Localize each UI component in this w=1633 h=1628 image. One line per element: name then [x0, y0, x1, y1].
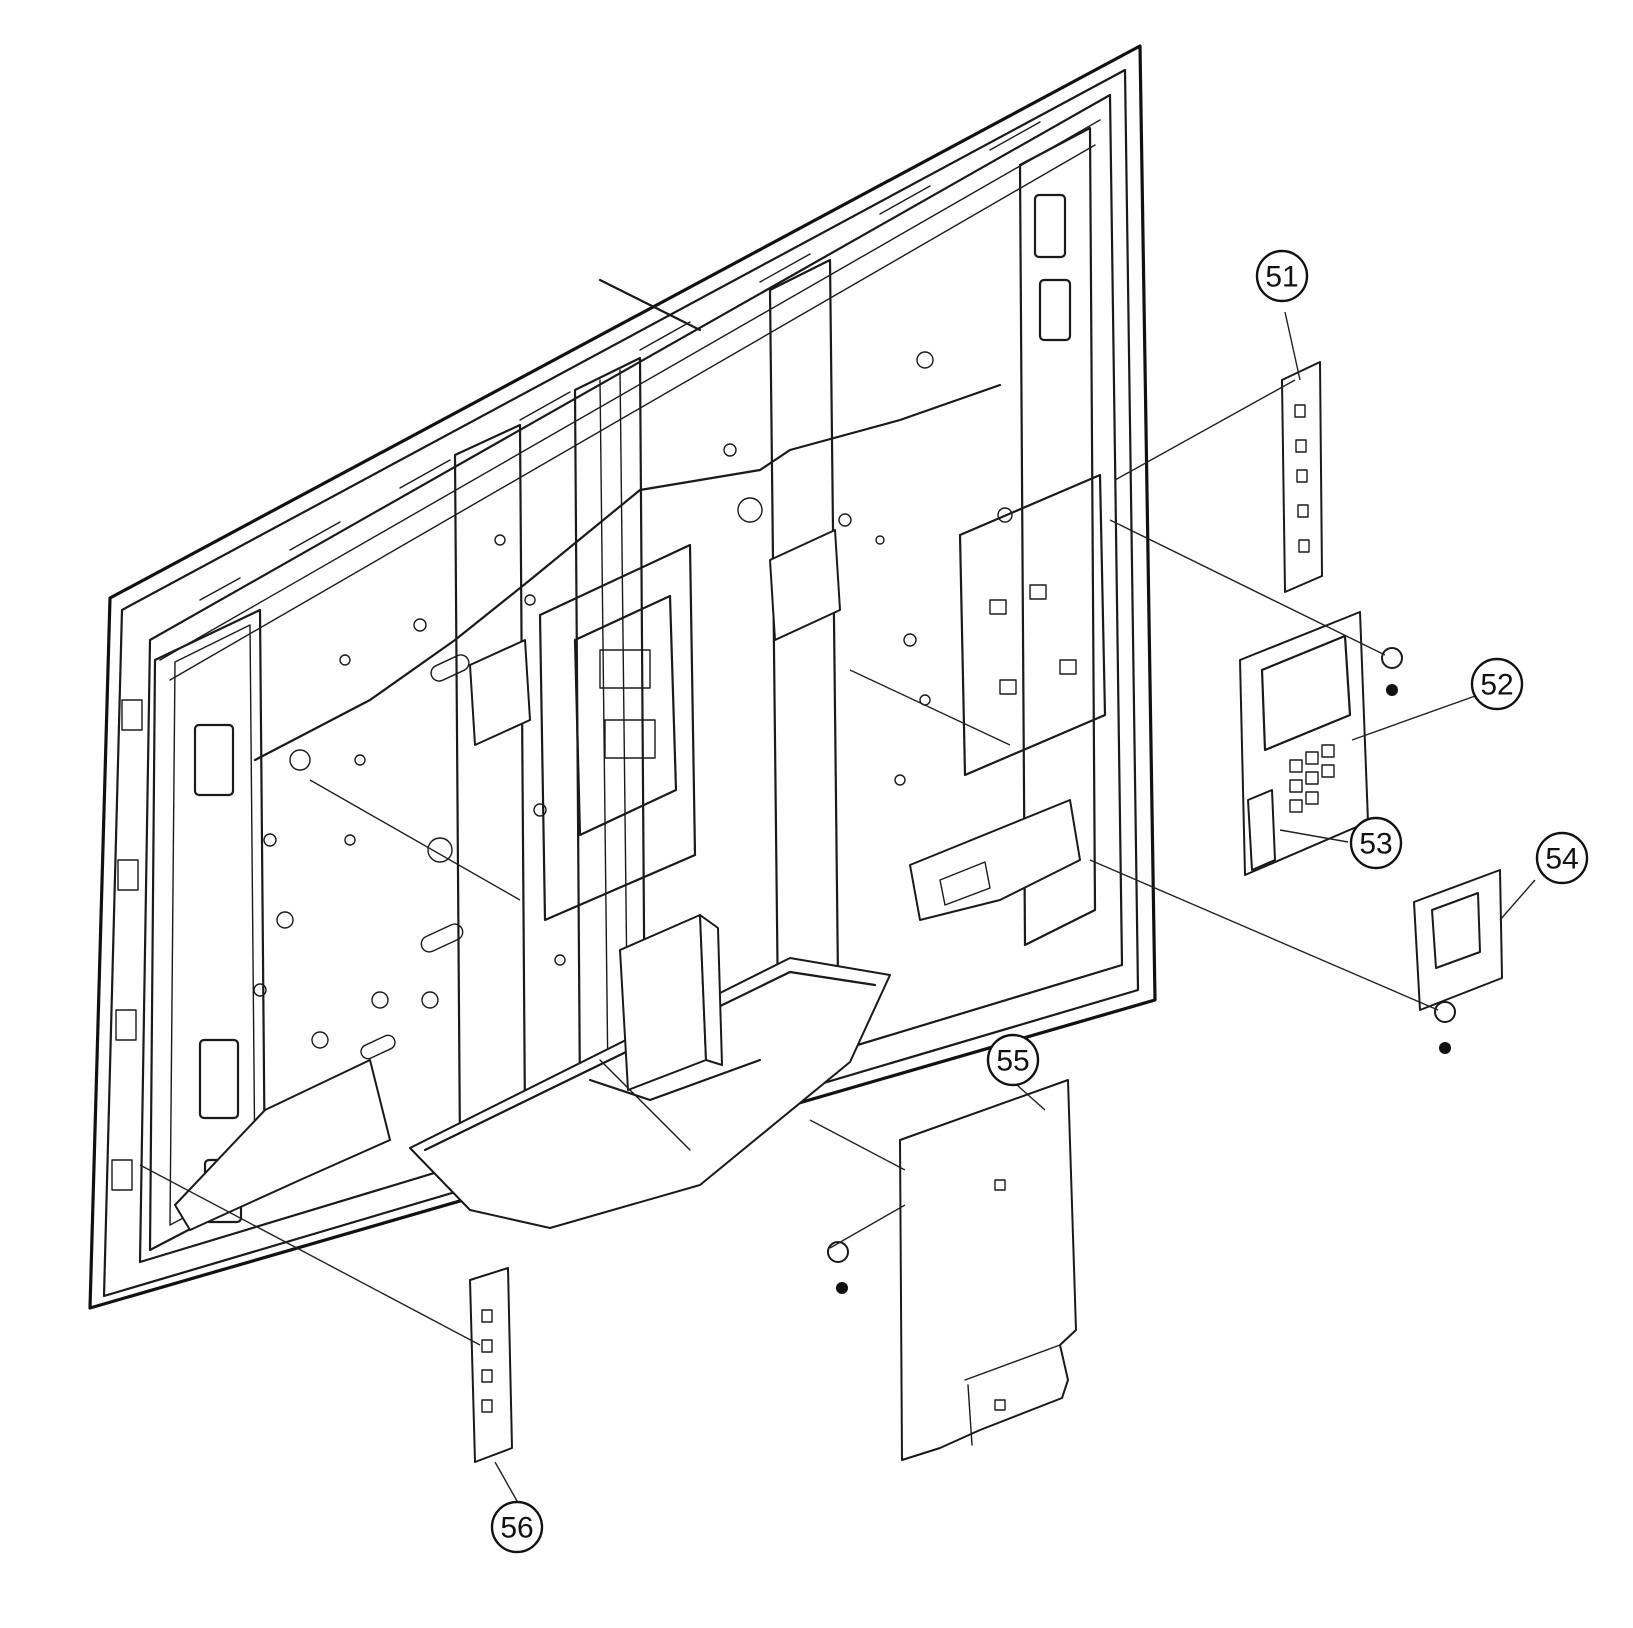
callout-52: 52	[1470, 657, 1524, 711]
tv-stand	[409, 914, 891, 1229]
part-53-sub-module	[1247, 789, 1276, 871]
callout-51: 51	[1255, 249, 1309, 303]
tv-chassis	[88, 44, 1157, 1310]
callout-54-label: 54	[1545, 843, 1578, 876]
part-51-terminal-bracket	[1281, 361, 1323, 593]
callout-54: 54	[1535, 831, 1589, 885]
callout-56: 56	[490, 1500, 544, 1554]
callout-55-label: 55	[996, 1045, 1029, 1078]
part-56-side-terminal	[469, 1267, 513, 1463]
callout-52-label: 52	[1480, 669, 1513, 702]
callout-53-label: 53	[1359, 828, 1392, 861]
assembly-lines	[139, 379, 1439, 1346]
callout-leaders	[494, 311, 1536, 1502]
part-54-shield-plate	[1413, 869, 1503, 1011]
callout-55: 55	[986, 1033, 1040, 1087]
callout-51-label: 51	[1265, 261, 1298, 294]
part-55-power-board-cover	[899, 1079, 1077, 1461]
callout-56-label: 56	[500, 1512, 533, 1545]
callout-53: 53	[1349, 816, 1403, 870]
